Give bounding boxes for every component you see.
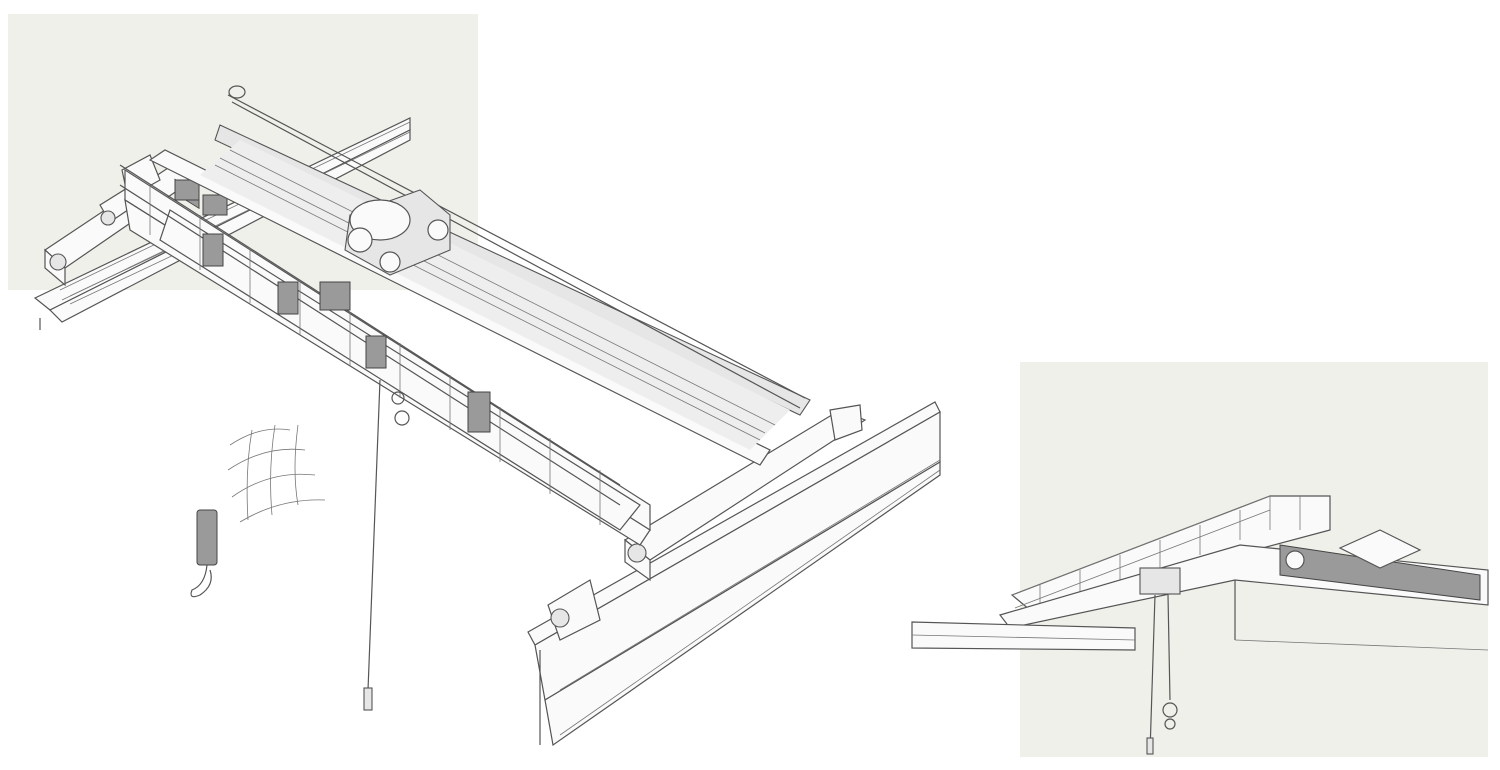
hoist bbox=[1139, 567, 1181, 595]
wheel-icon bbox=[627, 543, 647, 563]
hook-assembly bbox=[363, 379, 410, 711]
end-carriage bbox=[1279, 544, 1481, 601]
control-panel-icon bbox=[365, 335, 387, 369]
right-runway-rail bbox=[527, 401, 941, 747]
wheel-icon bbox=[49, 253, 67, 271]
hook-icon bbox=[1162, 702, 1178, 718]
double-girder-crane bbox=[33, 85, 941, 747]
runway-beam bbox=[911, 621, 1136, 651]
control-panel-icon bbox=[467, 391, 491, 433]
right-end-truck bbox=[547, 404, 867, 641]
hook-icon bbox=[391, 391, 405, 405]
radio-remote bbox=[190, 424, 326, 598]
signal-waves-icon bbox=[227, 428, 326, 523]
control-panel-icon bbox=[277, 281, 299, 315]
single-girder-crane bbox=[911, 495, 1489, 755]
remote-control-icon bbox=[196, 509, 218, 566]
front-girder bbox=[119, 164, 651, 546]
rear-girder bbox=[148, 85, 811, 466]
trolley bbox=[344, 189, 451, 276]
hook-icon bbox=[394, 410, 410, 426]
control-panel-icon bbox=[202, 233, 224, 267]
